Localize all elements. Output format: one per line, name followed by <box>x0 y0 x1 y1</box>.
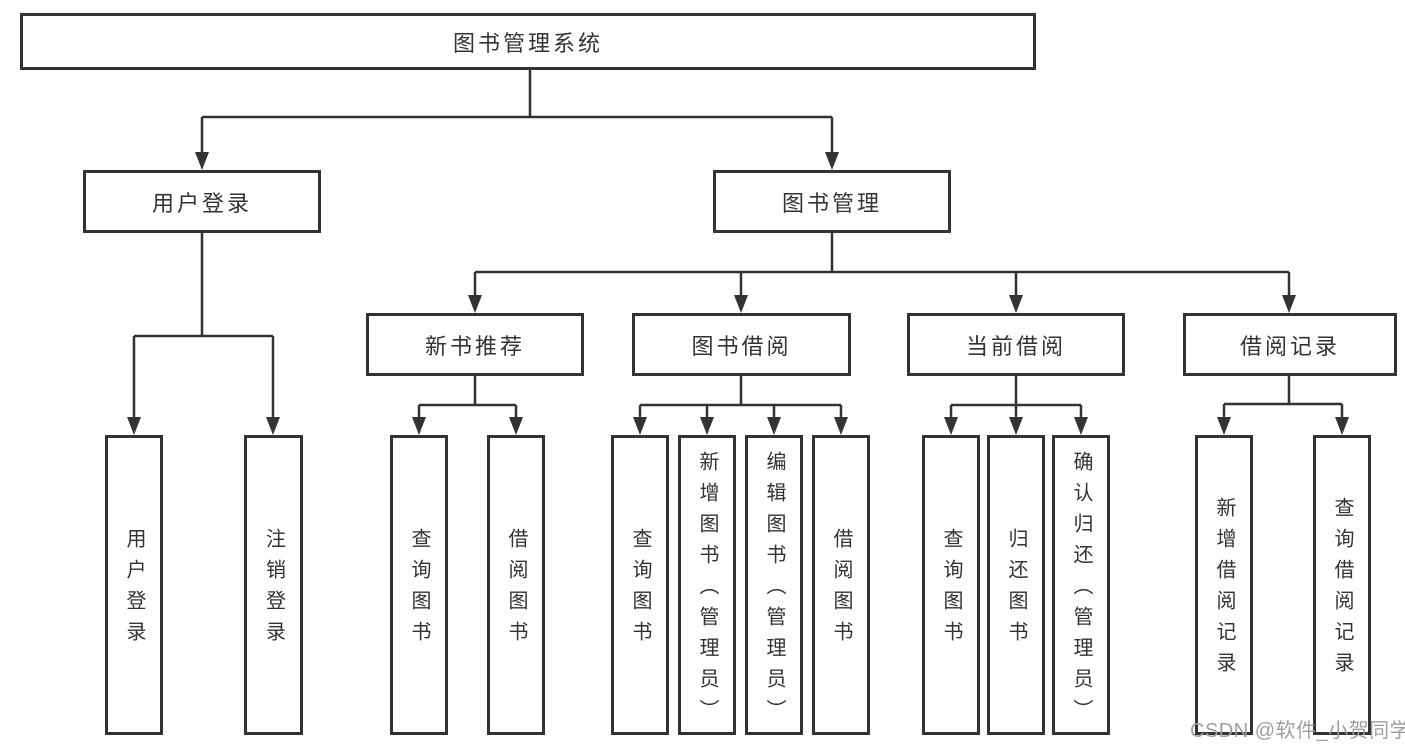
leaf-add-borrow-record: 新增借阅记录 <box>1195 435 1253 735</box>
node-current-borrowing: 当前借阅 <box>907 313 1125 376</box>
node-label: 新书推荐 <box>424 333 525 359</box>
leaf-label: 归还图书 <box>1005 528 1027 652</box>
node-label: 借阅记录 <box>1239 333 1340 359</box>
leaf-query-borrow-record: 查询借阅记录 <box>1313 435 1371 735</box>
leaf-user-login: 用户登录 <box>105 435 163 735</box>
leaf-label: 用户登录 <box>123 528 145 652</box>
node-book-management: 图书管理 <box>713 170 951 233</box>
node-book-borrowing: 图书借阅 <box>632 313 851 376</box>
node-label: 图书管理 <box>781 190 882 216</box>
leaf-label: 查询借阅记录 <box>1331 497 1353 683</box>
leaf-query-books-current: 查询图书 <box>922 435 980 735</box>
node-borrowing-records: 借阅记录 <box>1183 313 1397 376</box>
node-label: 图书借阅 <box>691 333 792 359</box>
node-label: 当前借阅 <box>965 333 1066 359</box>
node-library-management-system: 图书管理系统 <box>20 13 1036 70</box>
leaf-return-books: 归还图书 <box>987 435 1045 735</box>
csdn-watermark: CSDN @软件_小贺同学 <box>1190 720 1405 742</box>
leaf-logout: 注销登录 <box>244 435 303 735</box>
leaf-label: 查询图书 <box>940 528 962 652</box>
leaf-label: 新增借阅记录 <box>1213 497 1235 683</box>
leaf-borrow-books-recommendation: 借阅图书 <box>487 435 545 735</box>
leaf-label: 确认归还（管理员） <box>1070 450 1092 730</box>
leaf-label: 查询图书 <box>408 528 430 652</box>
node-label: 用户登录 <box>151 190 252 216</box>
leaf-label: 编辑图书（管理员） <box>763 450 785 730</box>
leaf-label: 借阅图书 <box>830 528 852 652</box>
leaf-add-books-admin: 新增图书（管理员） <box>678 435 736 735</box>
leaf-label: 注销登录 <box>262 528 285 652</box>
leaf-confirm-return-admin: 确认归还（管理员） <box>1052 435 1110 735</box>
leaf-edit-books-admin: 编辑图书（管理员） <box>745 435 803 735</box>
leaf-label: 新增图书（管理员） <box>696 450 718 730</box>
leaf-query-books-recommendation: 查询图书 <box>390 435 448 735</box>
leaf-borrow-books-borrowing: 借阅图书 <box>812 435 870 735</box>
node-new-book-recommendation: 新书推荐 <box>366 313 584 376</box>
leaf-label: 借阅图书 <box>505 528 527 652</box>
leaf-query-books-borrowing: 查询图书 <box>611 435 669 735</box>
leaf-label: 查询图书 <box>629 528 651 652</box>
node-user-login: 用户登录 <box>83 170 321 233</box>
node-label: 图书管理系统 <box>452 30 603 56</box>
